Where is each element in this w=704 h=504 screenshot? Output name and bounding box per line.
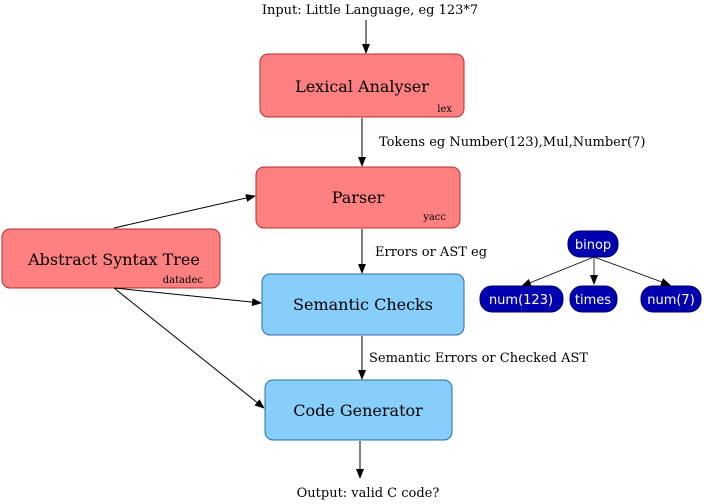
edge-label-tokens: Tokens eg Number(123),Mul,Number(7): [379, 135, 645, 150]
tree-node-right: num(7): [640, 285, 702, 313]
arrow-ast-to-semantic: [113, 287, 262, 307]
semantic-label: Semantic Checks: [293, 295, 433, 314]
input-label: Input: Little Language, eg 123*7: [262, 3, 478, 18]
tree-node-middle-label: times: [575, 293, 611, 308]
edge-label-semantic-errors: Semantic Errors or Checked AST: [369, 351, 588, 366]
codegen-label: Code Generator: [293, 401, 423, 420]
tree-node-right-label: num(7): [647, 293, 695, 308]
ast-tool-tag: datadec: [163, 275, 204, 286]
output-label: Output: valid C code?: [297, 486, 440, 501]
lexer-stage: Lexical Analyser lex: [259, 53, 465, 118]
tree-edge-right: [593, 256, 671, 286]
parser-tool-tag: yacc: [422, 212, 446, 223]
tree-node-root: binop: [567, 230, 619, 258]
ast-stage: Abstract Syntax Tree datadec: [1, 228, 221, 289]
semantic-stage: Semantic Checks: [261, 273, 465, 336]
tree-edge-left: [521, 256, 595, 287]
tree-node-left-label: num(123): [489, 293, 553, 308]
ast-example-tree: binop num(123) times num(7): [479, 230, 702, 313]
parser-stage: Parser yacc: [255, 166, 461, 229]
codegen-stage: Code Generator: [264, 379, 453, 441]
arrow-ast-to-parser: [113, 194, 256, 229]
parser-label: Parser: [332, 188, 385, 207]
edge-label-errors-or-ast: Errors or AST eg: [375, 245, 487, 260]
tree-node-left: num(123): [479, 285, 564, 313]
tree-node-root-label: binop: [575, 238, 611, 253]
lexer-label: Lexical Analyser: [295, 77, 429, 96]
tree-node-middle: times: [569, 285, 618, 313]
arrow-ast-to-codegen: [113, 287, 265, 409]
lexer-tool-tag: lex: [437, 104, 452, 115]
ast-label: Abstract Syntax Tree: [27, 250, 200, 269]
